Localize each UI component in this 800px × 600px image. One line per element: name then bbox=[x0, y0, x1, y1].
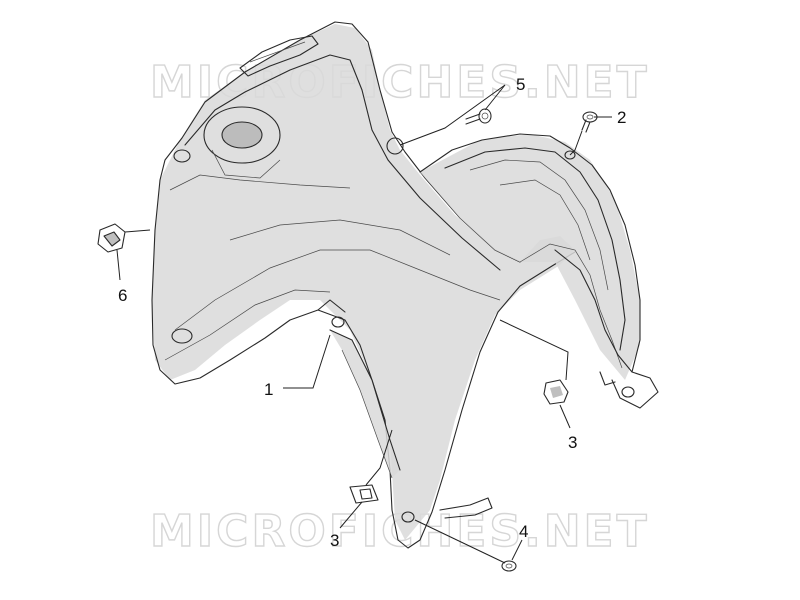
callout-2: 2 bbox=[617, 108, 626, 127]
clip-6 bbox=[97, 223, 126, 253]
leader-lines bbox=[116, 84, 612, 564]
callout-1: 1 bbox=[264, 380, 273, 399]
clip-3-lower bbox=[349, 484, 379, 504]
callout-3-right: 3 bbox=[568, 433, 577, 452]
screw-2 bbox=[581, 111, 598, 133]
callout-5: 5 bbox=[516, 75, 525, 94]
screw-4 bbox=[501, 560, 517, 572]
leg-shield-panel bbox=[151, 21, 576, 549]
callout-4: 4 bbox=[519, 522, 528, 541]
screw-5 bbox=[465, 108, 492, 125]
callout-6: 6 bbox=[118, 286, 127, 305]
clip-3-right bbox=[543, 379, 569, 405]
side-cover-panel bbox=[419, 133, 659, 409]
callout-3-lower: 3 bbox=[330, 531, 339, 550]
